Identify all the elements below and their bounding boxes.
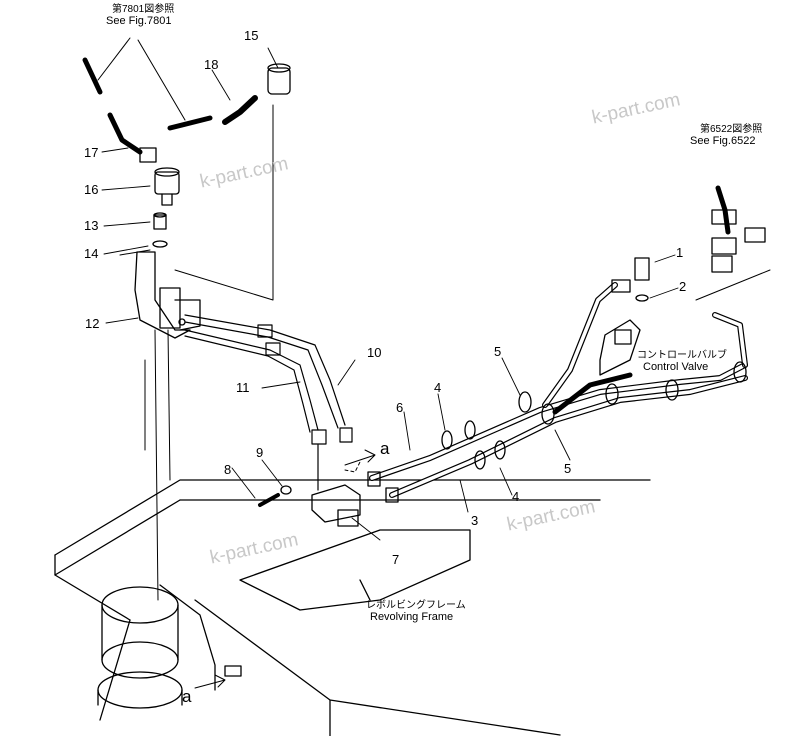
ref-top-left-en: See Fig.7801 (106, 15, 172, 27)
revolving-frame (54, 479, 651, 737)
upper-hoses (82, 37, 291, 256)
revolving-frame-jp: レボルビングフレーム (366, 600, 466, 611)
part-number: 2 (679, 279, 687, 294)
part-number: 12 (85, 316, 100, 331)
connector-arrows (194, 449, 376, 689)
part-number: 4 (512, 489, 520, 504)
part-number: 16 (84, 182, 99, 197)
part-number: 3 (471, 513, 479, 528)
part-number: 4 (434, 380, 442, 395)
part-number: 17 (84, 145, 99, 160)
part-number: 8 (224, 462, 232, 477)
part-number: 6 (396, 400, 404, 415)
part-number: 14 (84, 246, 99, 261)
part-number: 18 (204, 57, 219, 72)
part-number: 7 (392, 552, 400, 567)
tubes-10-11 (184, 314, 353, 491)
control-valve-en: Control Valve (643, 361, 709, 373)
upper-right-fittings (695, 185, 771, 301)
connector-letter: a (182, 687, 192, 706)
part-number: 5 (564, 461, 572, 476)
part-number: 9 (256, 445, 264, 460)
leader-lines (101, 47, 679, 541)
connector-letter: a (380, 439, 390, 458)
ref-top-right-jp: 第6522図参照 (700, 124, 763, 135)
ref-top-left-jp: 第7801図参照 (112, 4, 175, 15)
control-valve-jp: コントロールバルブ (637, 350, 727, 361)
reference-lines (144, 104, 274, 601)
part-number: 5 (494, 344, 502, 359)
ref-top-right-en: See Fig.6522 (690, 135, 756, 147)
hoses-3-6 (367, 282, 748, 503)
bracket-assembly (134, 167, 201, 339)
control-valve (599, 257, 650, 376)
part-number: 1 (676, 245, 684, 260)
part-number: 13 (84, 218, 99, 233)
part-number: 10 (367, 345, 382, 360)
revolving-frame-en: Revolving Frame (370, 611, 454, 623)
part-number: 11 (236, 380, 250, 395)
part-number: 15 (244, 28, 259, 43)
junction-block-7 (258, 484, 361, 527)
